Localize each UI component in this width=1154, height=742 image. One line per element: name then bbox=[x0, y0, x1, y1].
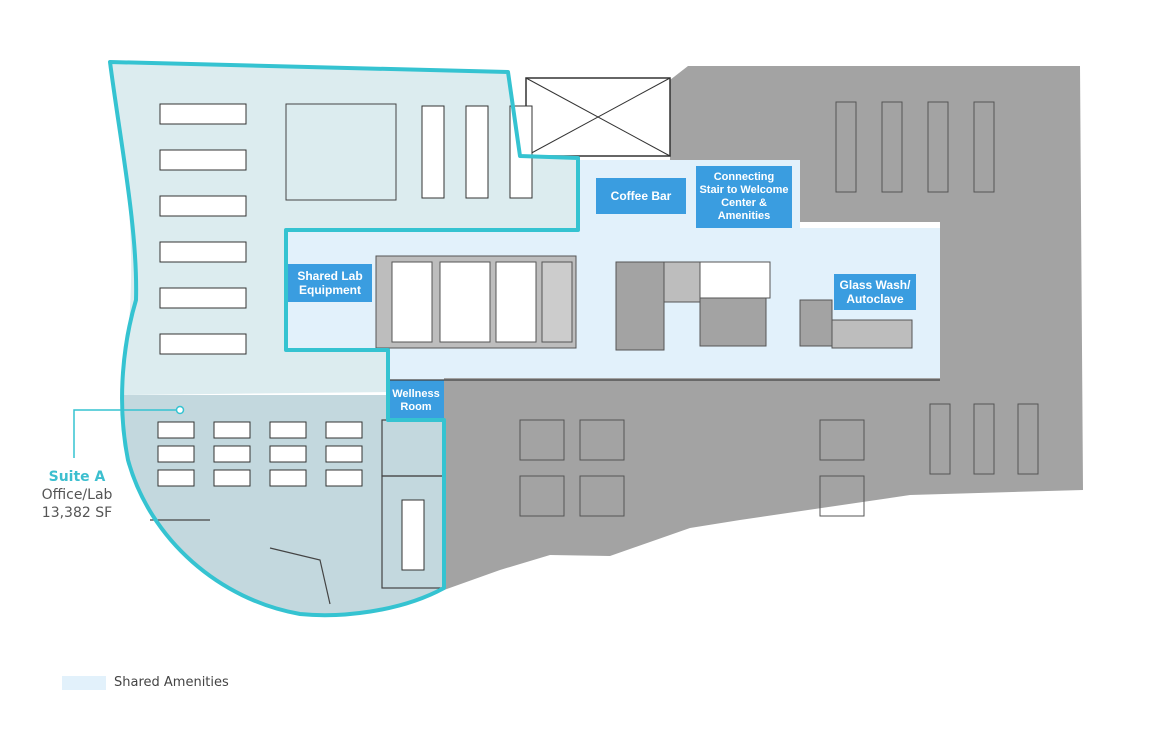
lab-bench bbox=[159, 241, 247, 263]
office-desks bbox=[157, 421, 363, 487]
mechanical-core bbox=[615, 261, 913, 351]
glass-wash-autoclave-label: Glass Wash/ Autoclave bbox=[834, 274, 916, 310]
suite-callout: Suite A Office/Lab 13,382 SF bbox=[22, 468, 132, 522]
desk-cluster bbox=[325, 469, 363, 487]
tenant-desk bbox=[579, 419, 625, 461]
suite-area: 13,382 SF bbox=[41, 505, 113, 521]
conference-table bbox=[401, 499, 425, 571]
desk-cluster bbox=[325, 421, 363, 439]
suite-outline bbox=[108, 60, 580, 618]
wellness-room-area bbox=[388, 380, 444, 420]
tenant-desk bbox=[579, 475, 625, 517]
tenant-desk bbox=[819, 419, 865, 461]
tenant-bench bbox=[973, 101, 995, 193]
legend-label: Shared Amenities bbox=[114, 675, 229, 690]
tenant-bench bbox=[973, 403, 995, 475]
legend-swatch bbox=[62, 676, 106, 690]
tenant-desk bbox=[519, 419, 565, 461]
coffee-bar-label: Coffee Bar bbox=[596, 178, 686, 214]
lab-bench bbox=[465, 105, 489, 199]
connecting-stair-label: Connecting Stair to Welcome Center & Ame… bbox=[696, 166, 792, 228]
suite-office-area bbox=[122, 395, 444, 616]
desk-cluster bbox=[269, 469, 307, 487]
lab-room bbox=[285, 103, 397, 201]
tenant-bench bbox=[881, 101, 903, 193]
tenant-bench bbox=[929, 403, 951, 475]
desk-cluster bbox=[213, 445, 251, 463]
desk-cluster bbox=[157, 445, 195, 463]
tenant-desk bbox=[519, 475, 565, 517]
suite-type: Office/Lab bbox=[41, 487, 113, 503]
desk-cluster bbox=[213, 421, 251, 439]
desk-cluster bbox=[269, 445, 307, 463]
lab-bench bbox=[421, 105, 445, 199]
lab-bench bbox=[159, 103, 247, 125]
suite-name: Suite A bbox=[48, 469, 106, 485]
stair-shaft bbox=[525, 77, 671, 157]
desk-cluster bbox=[325, 445, 363, 463]
desk-cluster bbox=[269, 421, 307, 439]
desk-cluster bbox=[157, 469, 195, 487]
wellness-room-label: Wellness Room bbox=[392, 388, 440, 413]
other-tenant-desks bbox=[519, 101, 1039, 517]
other-tenant-area bbox=[444, 66, 1083, 590]
tenant-desk bbox=[819, 475, 865, 517]
restroom-core bbox=[375, 255, 577, 349]
shared-lab-equipment-label: Shared Lab Equipment bbox=[288, 264, 372, 302]
tenant-bench bbox=[835, 101, 857, 193]
lab-bench bbox=[159, 195, 247, 217]
tenant-bench bbox=[927, 101, 949, 193]
lab-bench bbox=[159, 287, 247, 309]
lab-bench bbox=[159, 149, 247, 171]
lab-bench bbox=[159, 333, 247, 355]
suite-leader-line bbox=[73, 405, 185, 458]
tenant-bench bbox=[1017, 403, 1039, 475]
desk-cluster bbox=[157, 421, 195, 439]
desk-cluster bbox=[213, 469, 251, 487]
